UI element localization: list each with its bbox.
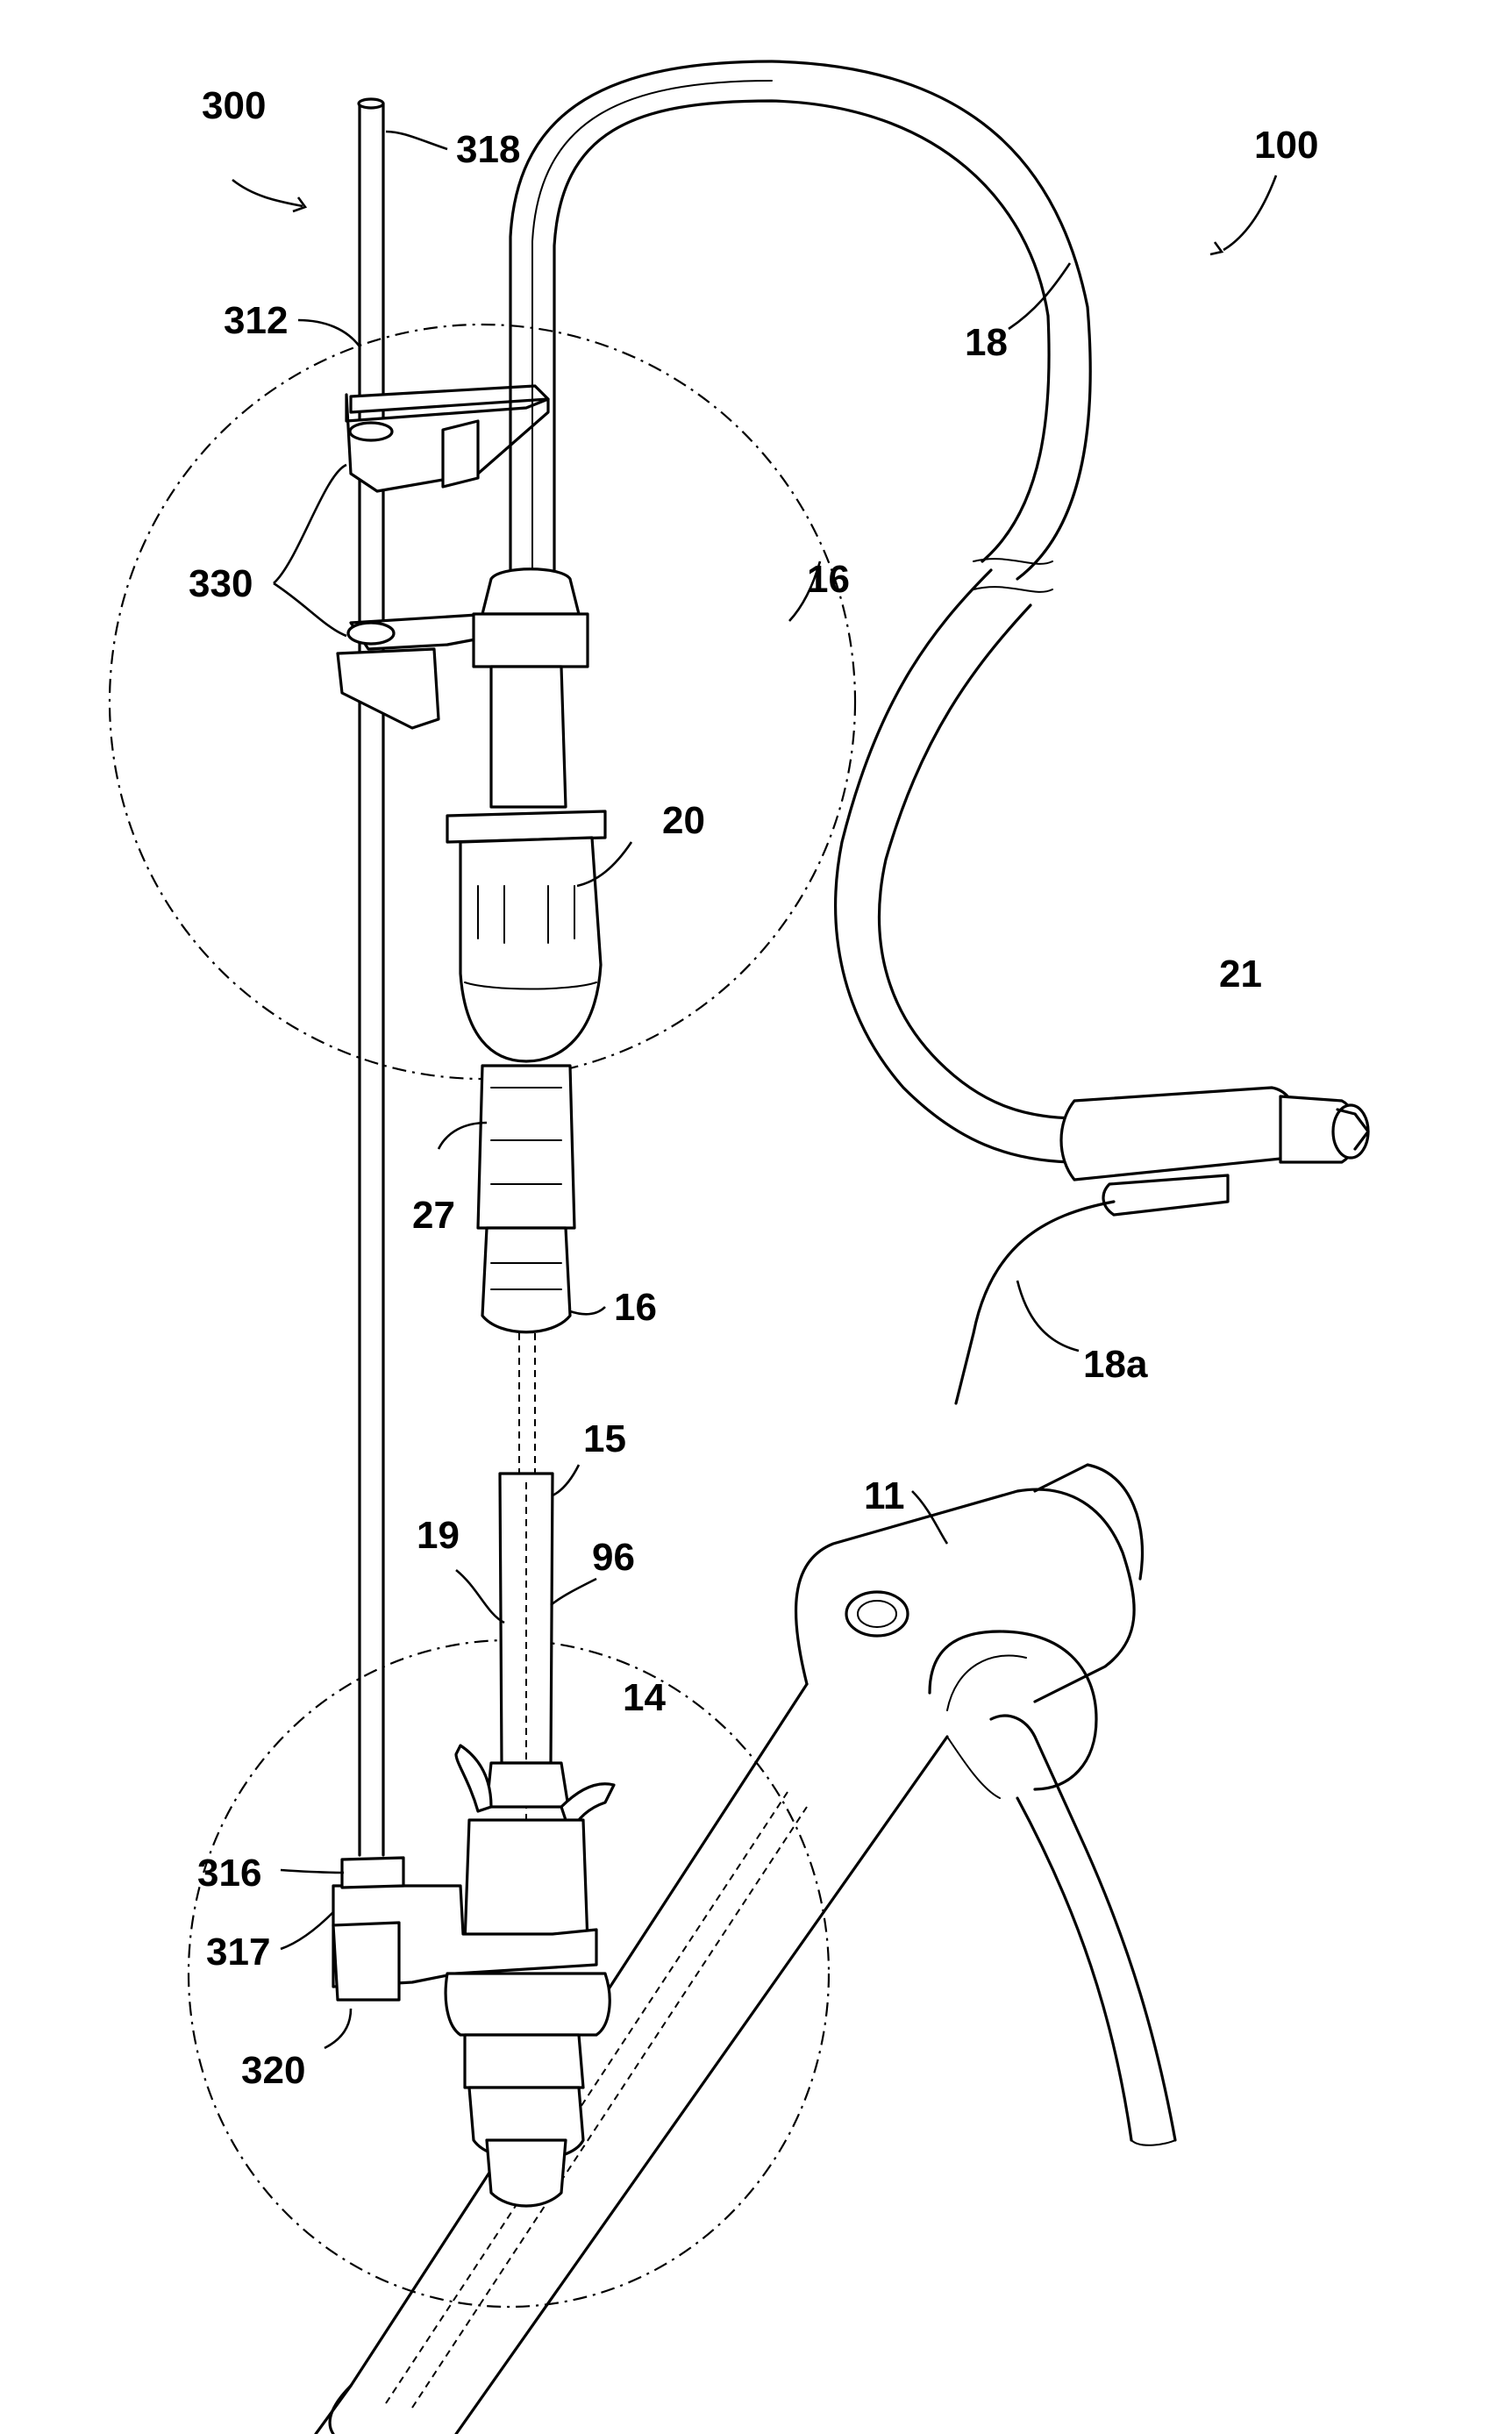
clamp-330-upper	[346, 386, 548, 491]
label-15: 15	[583, 1417, 626, 1460]
label-100: 100	[1254, 124, 1318, 167]
label-317: 317	[206, 1931, 270, 1974]
label-318: 318	[456, 128, 520, 171]
label-27: 27	[412, 1194, 455, 1237]
label-18a: 18a	[1083, 1343, 1148, 1386]
label-316: 316	[197, 1852, 261, 1895]
label-20: 20	[662, 799, 705, 842]
lower-hub-14	[333, 1745, 614, 2206]
hub-assembly-20	[447, 569, 605, 1061]
label-16-lower: 16	[614, 1286, 657, 1329]
label-11: 11	[864, 1474, 905, 1517]
label-19: 19	[417, 1514, 460, 1557]
reference-labels: 300 318 100 312 18 330 16 20 21 27 16 18…	[189, 84, 1318, 2092]
valve-16	[478, 1066, 574, 1332]
label-300: 300	[202, 84, 266, 127]
support-rod-318	[359, 99, 383, 1855]
label-96: 96	[592, 1536, 635, 1579]
label-320: 320	[241, 2049, 305, 2092]
label-21: 21	[1219, 953, 1262, 996]
label-14: 14	[623, 1676, 666, 1719]
label-18: 18	[965, 321, 1008, 364]
connector-21	[1061, 1088, 1368, 1215]
label-312: 312	[224, 299, 288, 342]
label-330: 330	[189, 562, 253, 605]
label-16-upper: 16	[807, 558, 850, 601]
